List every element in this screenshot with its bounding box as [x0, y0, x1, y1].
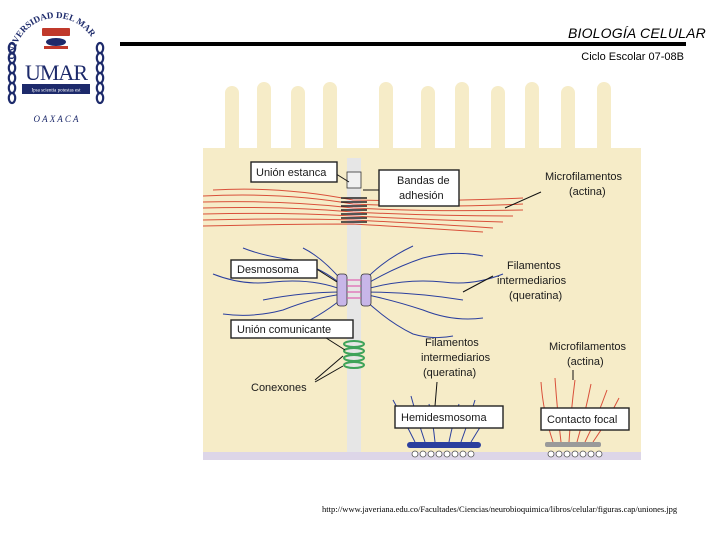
label-bandas-1: Bandas de — [397, 175, 450, 187]
label-filamentos-right-3: (queratina) — [509, 290, 562, 302]
cell-junctions-diagram: Unión estanca Bandas de adhesión Microfi… — [203, 82, 641, 460]
label-conexones: Conexones — [251, 382, 307, 394]
desmosome — [336, 273, 372, 307]
label-microfilamentos-top-1: Microfilamentos — [545, 171, 623, 183]
microvilli — [225, 82, 611, 156]
label-hemidesmosoma: Hemidesmosoma — [401, 412, 487, 424]
umar-logo: UNIVERSIDAD DEL MAR UMAR Ipsa scientia p… — [6, 10, 105, 124]
label-microfilamentos-top-2: (actina) — [569, 186, 606, 198]
actin-bundles — [203, 188, 524, 233]
label-union-comunicante: Unión comunicante — [237, 324, 331, 336]
logo-emblem-icon — [42, 28, 70, 49]
tight-junction — [341, 171, 367, 223]
label-filamentos-right-1: Filamentos — [507, 260, 561, 272]
label-box-hemidesmosoma — [394, 405, 504, 429]
slide-subtitle: Ciclo Escolar 07-08B — [581, 51, 684, 63]
label-box-bandas-adhesion — [378, 169, 460, 207]
label-filamentos-bottom-1: Filamentos — [425, 337, 479, 349]
label-filamentos-bottom-3: (queratina) — [423, 367, 476, 379]
label-union-estanca: Unión estanca — [256, 167, 327, 179]
label-box-union-comunicante — [230, 319, 354, 339]
gap-junction — [343, 340, 365, 369]
logo-letters: UMAR — [25, 60, 88, 85]
slide-title: BIOLOGÍA CELULAR — [567, 25, 706, 41]
label-bandas-2: adhesión — [399, 190, 444, 202]
header-rule — [120, 42, 686, 46]
label-microfilamentos-bottom-1: Microfilamentos — [549, 341, 627, 353]
label-box-union-estanca — [250, 161, 338, 183]
label-filamentos-bottom-2: intermediarios — [421, 352, 491, 364]
intercellular-space — [347, 158, 361, 458]
logo-city: O A X A C A — [34, 114, 79, 124]
label-box-desmosoma — [230, 259, 318, 279]
label-desmosoma: Desmosoma — [237, 264, 300, 276]
source-url: http://www.javeriana.edu.co/Facultades/C… — [322, 504, 678, 514]
label-microfilamentos-bottom-2: (actina) — [567, 356, 604, 368]
label-filamentos-right-2: intermediarios — [497, 275, 567, 287]
logo-motto: Ipsa scientia potestas est — [31, 89, 81, 94]
label-box-contacto-focal — [540, 407, 630, 431]
label-contacto-focal: Contacto focal — [547, 414, 617, 426]
